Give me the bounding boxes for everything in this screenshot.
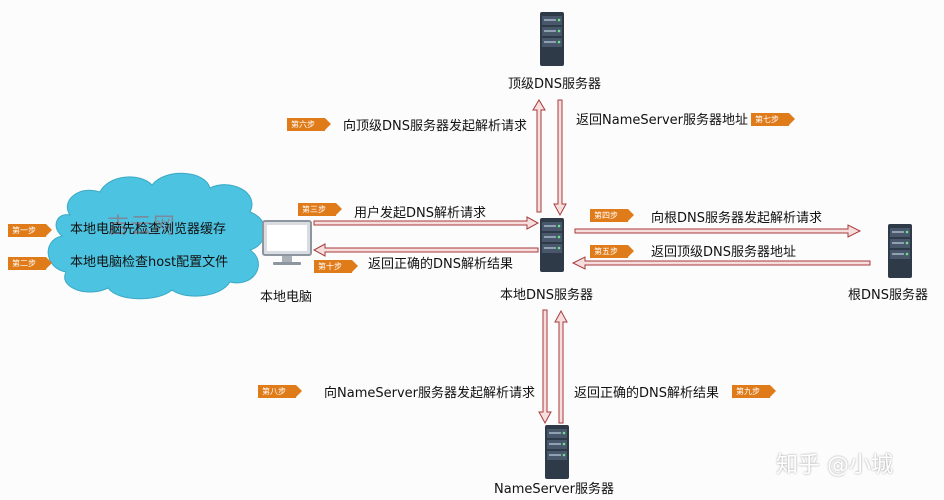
step10-text: 返回正确的DNS解析结果 [368, 257, 513, 272]
top-dns-server-icon [540, 12, 564, 66]
arrow-step7 [553, 99, 567, 217]
local-cache-cloud [47, 172, 266, 300]
step7-tag: 第七步 [751, 113, 795, 126]
step3-tag: 第三步 [298, 203, 342, 216]
arrow-step3 [313, 216, 540, 230]
arrow-step10 [312, 243, 539, 257]
step9-text: 返回正确的DNS解析结果 [574, 386, 719, 401]
local-dns-label: 本地DNS服务器 [500, 288, 593, 303]
arrow-step9 [554, 309, 568, 424]
cloud-line1-text: 本地电脑先检查浏览器缓存 [70, 222, 227, 237]
arrow-step6 [532, 99, 546, 213]
step3-text: 用户发起DNS解析请求 [354, 206, 486, 221]
step8-tag: 第八步 [258, 385, 302, 398]
local-pc-label: 本地电脑 [260, 290, 313, 305]
step6-tag: 第六步 [287, 118, 331, 131]
step7-text: 返回NameServer服务器地址 [576, 113, 748, 128]
step4-text: 向根DNS服务器发起解析请求 [651, 211, 822, 226]
root-dns-label: 根DNS服务器 [848, 288, 928, 303]
arrow-step5 [571, 256, 871, 270]
cloud-watermark: 吉云网 [107, 214, 177, 239]
local-pc-icon [262, 220, 312, 265]
local-dns-server-icon [540, 218, 564, 272]
step5-tag: 第五步 [590, 245, 634, 258]
step5-text: 返回顶级DNS服务器地址 [651, 245, 796, 260]
cloud-line2-text: 本地电脑检查host配置文件 [70, 255, 229, 270]
nameserver-icon [545, 425, 569, 479]
arrow-step4 [574, 224, 862, 238]
step8-text: 向NameServer服务器发起解析请求 [324, 386, 535, 401]
step4-tag: 第四步 [590, 209, 634, 222]
step9-tag: 第九步 [732, 385, 776, 398]
step6-text: 向顶级DNS服务器发起解析请求 [343, 119, 527, 134]
step2-tag: 第二步 [8, 257, 52, 270]
nameserver-label: NameServer服务器 [494, 482, 614, 497]
step1-tag: 第一步 [8, 224, 52, 237]
arrow-step8 [538, 309, 552, 425]
zhihu-watermark: 知乎 @小城 [776, 453, 893, 478]
root-dns-server-icon [888, 224, 912, 278]
top-dns-label: 顶级DNS服务器 [508, 77, 601, 92]
step10-tag: 第十步 [314, 260, 358, 273]
